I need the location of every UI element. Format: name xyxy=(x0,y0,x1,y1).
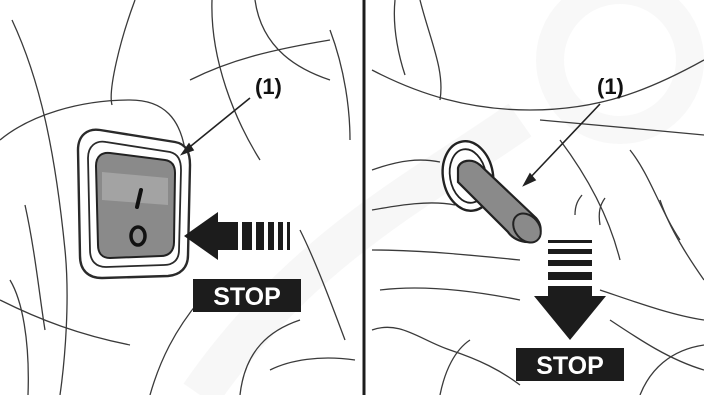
left-stop-label-box: STOP xyxy=(193,279,301,312)
left-callout-leader xyxy=(182,98,250,154)
left-stop-arrow xyxy=(184,212,290,260)
watermark xyxy=(200,0,690,395)
right-stop-arrow xyxy=(534,240,606,340)
right-callout-label: (1) xyxy=(597,74,624,99)
left-stop-label: STOP xyxy=(213,283,281,311)
left-panel: (1) STOP xyxy=(0,0,355,395)
right-stop-label-box: STOP xyxy=(516,348,624,381)
rocker-switch xyxy=(78,130,190,278)
left-callout-label: (1) xyxy=(255,74,282,99)
right-stop-label: STOP xyxy=(536,352,604,380)
